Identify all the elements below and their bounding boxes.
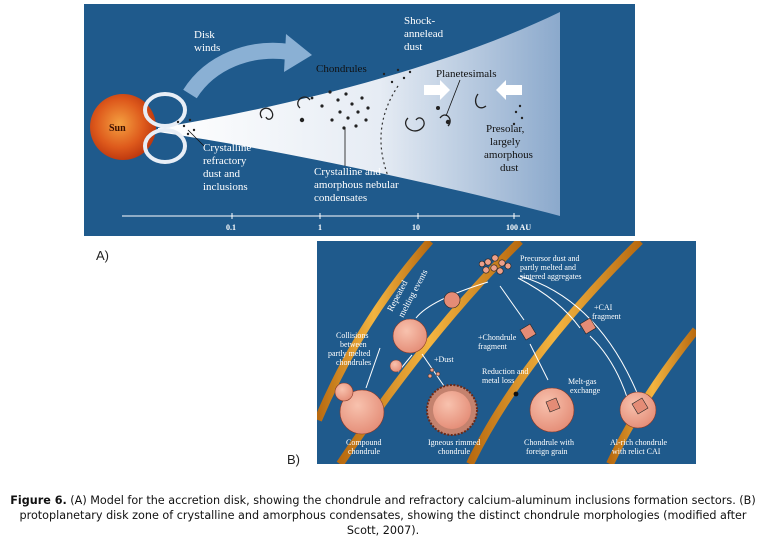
- caption-label: Figure 6.: [10, 494, 67, 507]
- nebular-condensates-label-2: amorphous nebular: [314, 179, 399, 191]
- chondrule-fragment-label-2: fragment: [478, 342, 508, 351]
- axis-tick-label-2: 10: [412, 223, 420, 232]
- planetesimals-label: Planetesimals: [436, 68, 497, 80]
- foreign-grain: [545, 397, 561, 413]
- connector-crystalline: [187, 129, 205, 147]
- orbit-band-1: [317, 241, 433, 422]
- collisions-label-3: partly melted: [328, 349, 370, 358]
- foreign-grain-label-2: foreign grain: [526, 447, 568, 456]
- axis-tick-label-1: 1: [318, 223, 322, 232]
- dust-particles: [427, 367, 441, 379]
- panel-a: Sun Disk: [84, 4, 635, 236]
- chondrules-label: Chondrules: [316, 63, 367, 75]
- al-rich-label-1: Al-rich chondrule: [610, 438, 668, 447]
- panel-b: Repeated melting events Precursor dust a…: [317, 241, 696, 464]
- figure-caption: Figure 6. (A) Model for the accretion di…: [8, 493, 758, 538]
- foreign-grain-label-1: Chondrule with: [524, 438, 574, 447]
- disk-winds-arrowhead: [284, 34, 312, 72]
- collisions-label-4: chondrules: [336, 358, 371, 367]
- orbit-band-3: [466, 241, 643, 464]
- nebular-condensates-label-1: Crystalline and: [314, 166, 381, 178]
- igneous-rimmed-label-2: chondrule: [438, 447, 470, 456]
- precursor-label-3: sintered aggregates: [520, 272, 582, 281]
- axis-tick-label-3: 100 AU: [506, 223, 531, 232]
- cai-fragment: [579, 317, 597, 335]
- precursor-label-1: Precursor dust and: [520, 254, 580, 263]
- sun-label: Sun: [109, 123, 126, 134]
- crystalline-refractory-label-1: Crystalline: [203, 142, 251, 154]
- swirl-4: [439, 114, 451, 127]
- dust-label: +Dust: [434, 355, 454, 364]
- panel-a-tag: A): [96, 248, 109, 263]
- melt-gas-label-1: Melt-gas: [568, 377, 596, 386]
- panel-b-tag: B): [287, 452, 300, 467]
- swirl-1: [259, 107, 274, 120]
- wind-loop-top: [143, 92, 187, 128]
- al-rich-label-2: with relict CAI: [612, 447, 661, 456]
- disk-winds-label-1: Disk: [194, 29, 215, 41]
- connector-planetesimals: [445, 79, 461, 117]
- compound-chondrule-label-1: Compound: [346, 438, 382, 447]
- inward-arrow-left: [424, 80, 450, 100]
- igneous-rimmed-core: [433, 391, 471, 429]
- compound-chondrule-satellite: [334, 382, 354, 402]
- collisions-label-1: Collisions: [336, 331, 368, 340]
- disk-winds-label-2: winds: [194, 42, 220, 54]
- presolar-label-2: largely: [490, 136, 521, 148]
- compound-chondrule-label-2: chondrule: [348, 447, 380, 456]
- inward-arrow-right: [496, 80, 522, 100]
- swirl-3: [405, 117, 425, 132]
- axis-tick-label-0: 0.1: [226, 223, 236, 232]
- chondrule-dots: [176, 68, 524, 136]
- reduction-label-2: metal loss: [482, 376, 514, 385]
- reduction-label-1: Reduction and: [482, 367, 528, 376]
- chondrule-fragment-label-1: +Chondrule: [478, 333, 517, 342]
- accretion-disk: [158, 12, 560, 216]
- collisions-label-2: between: [340, 340, 367, 349]
- swirl-5: [474, 93, 487, 109]
- precursor-label-2: partly melted and: [520, 263, 576, 272]
- shock-label-3: dust: [404, 41, 422, 53]
- relict-cai: [631, 397, 649, 415]
- igneous-rimmed-label-1: Igneous rimmed: [428, 438, 480, 447]
- small-droplet: [389, 359, 403, 373]
- crystalline-refractory-label-3: dust and: [203, 168, 240, 180]
- precursor-aggregates: [443, 254, 512, 309]
- swirl-2: [297, 96, 311, 109]
- caption-text: (A) Model for the accretion disk, showin…: [19, 494, 756, 537]
- shock-label-1: Shock-: [404, 15, 436, 27]
- nebular-condensates-label-3: condensates: [314, 192, 367, 204]
- melt-gas-label-2: exchange: [570, 386, 601, 395]
- shock-label-2: annelead: [404, 28, 444, 40]
- wind-loop-bottom: [143, 128, 187, 164]
- crystalline-refractory-label-4: inclusions: [203, 181, 248, 193]
- partly-melted-chondrule: [392, 318, 428, 354]
- chondrule-fragment: [519, 323, 537, 341]
- shock-front: [380, 85, 399, 177]
- disk-winds-arrow: [183, 42, 292, 99]
- sun: [90, 94, 156, 160]
- metal-grain: [513, 391, 519, 397]
- cai-fragment-label-1: +CAI: [594, 303, 613, 312]
- presolar-label-3: amorphous: [484, 149, 533, 161]
- cai-fragment-label-2: fragment: [592, 312, 622, 321]
- crystalline-refractory-label-2: refractory: [203, 155, 247, 167]
- compound-chondrule-main: [339, 389, 385, 435]
- presolar-label-1: Presolar,: [486, 123, 525, 135]
- presolar-label-4: dust: [500, 162, 518, 174]
